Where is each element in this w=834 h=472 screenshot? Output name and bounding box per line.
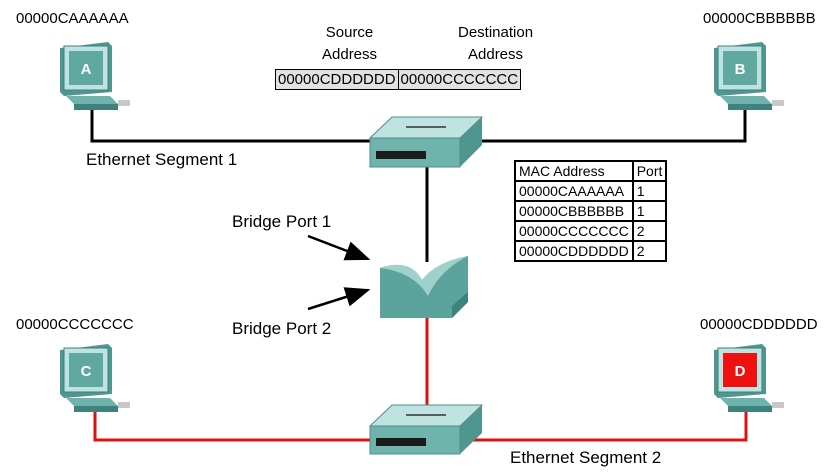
mac-address-column-header: MAC Address xyxy=(514,160,634,182)
mac-address-table: MAC Address Port 00000CAAAAAA 1 00000CBB… xyxy=(514,160,668,262)
svg-text:D: D xyxy=(735,363,746,380)
destination-address-header: Destination Address xyxy=(458,24,534,63)
mac-cell: 00000CBBBBBB xyxy=(514,200,634,222)
table-row: 00000CAAAAAA 1 xyxy=(514,180,668,202)
port-cell: 2 xyxy=(631,240,668,262)
mac-cell: 00000CAAAAAA xyxy=(514,180,634,202)
host-c-mac: 00000CCCCCCC xyxy=(16,316,134,333)
port-2-arrow xyxy=(307,287,371,311)
computer-c-icon: C xyxy=(60,344,130,412)
port-cell: 1 xyxy=(631,200,668,222)
bridge-port-1-label: Bridge Port 1 xyxy=(232,212,332,231)
svg-text:B: B xyxy=(735,61,746,78)
frame-source-value: 00000CDDDDDD xyxy=(278,71,396,88)
segment-1-label: Ethernet Segment 1 xyxy=(86,150,238,169)
mac-table-header-row: MAC Address Port xyxy=(514,160,668,182)
hub-2-icon xyxy=(368,404,484,455)
hub-1-icon xyxy=(368,116,484,168)
mac-cell: 00000CDDDDDD xyxy=(514,240,634,262)
table-row: 00000CDDDDDD 2 xyxy=(514,240,668,262)
bridge-port-2-label: Bridge Port 2 xyxy=(232,319,332,338)
host-a-mac: 00000CAAAAAA xyxy=(16,10,129,27)
svg-text:A: A xyxy=(81,61,92,78)
port-column-header: Port xyxy=(631,160,668,182)
computer-b-icon: B xyxy=(714,42,784,110)
bridge-icon xyxy=(380,256,468,318)
computer-d-icon: D xyxy=(714,344,784,412)
source-address-header: Source Address xyxy=(322,24,378,63)
port-cell: 2 xyxy=(631,220,668,242)
table-row: 00000CBBBBBB 1 xyxy=(514,200,668,222)
svg-text:C: C xyxy=(81,363,92,380)
frame-address-box: 00000CDDDDDD 00000CCCCCCC xyxy=(275,69,522,90)
host-d-mac: 00000CDDDDDD xyxy=(700,316,818,333)
port-1-arrow xyxy=(307,234,371,261)
segment-2-label: Ethernet Segment 2 xyxy=(510,448,662,467)
host-b-mac: 00000CBBBBBB xyxy=(703,10,816,27)
port-cell: 1 xyxy=(631,180,668,202)
table-row: 00000CCCCCCC 2 xyxy=(514,220,668,242)
mac-cell: 00000CCCCCCC xyxy=(514,220,634,242)
frame-destination-value: 00000CCCCCCC xyxy=(397,70,521,89)
computer-a-icon: A xyxy=(60,42,130,110)
